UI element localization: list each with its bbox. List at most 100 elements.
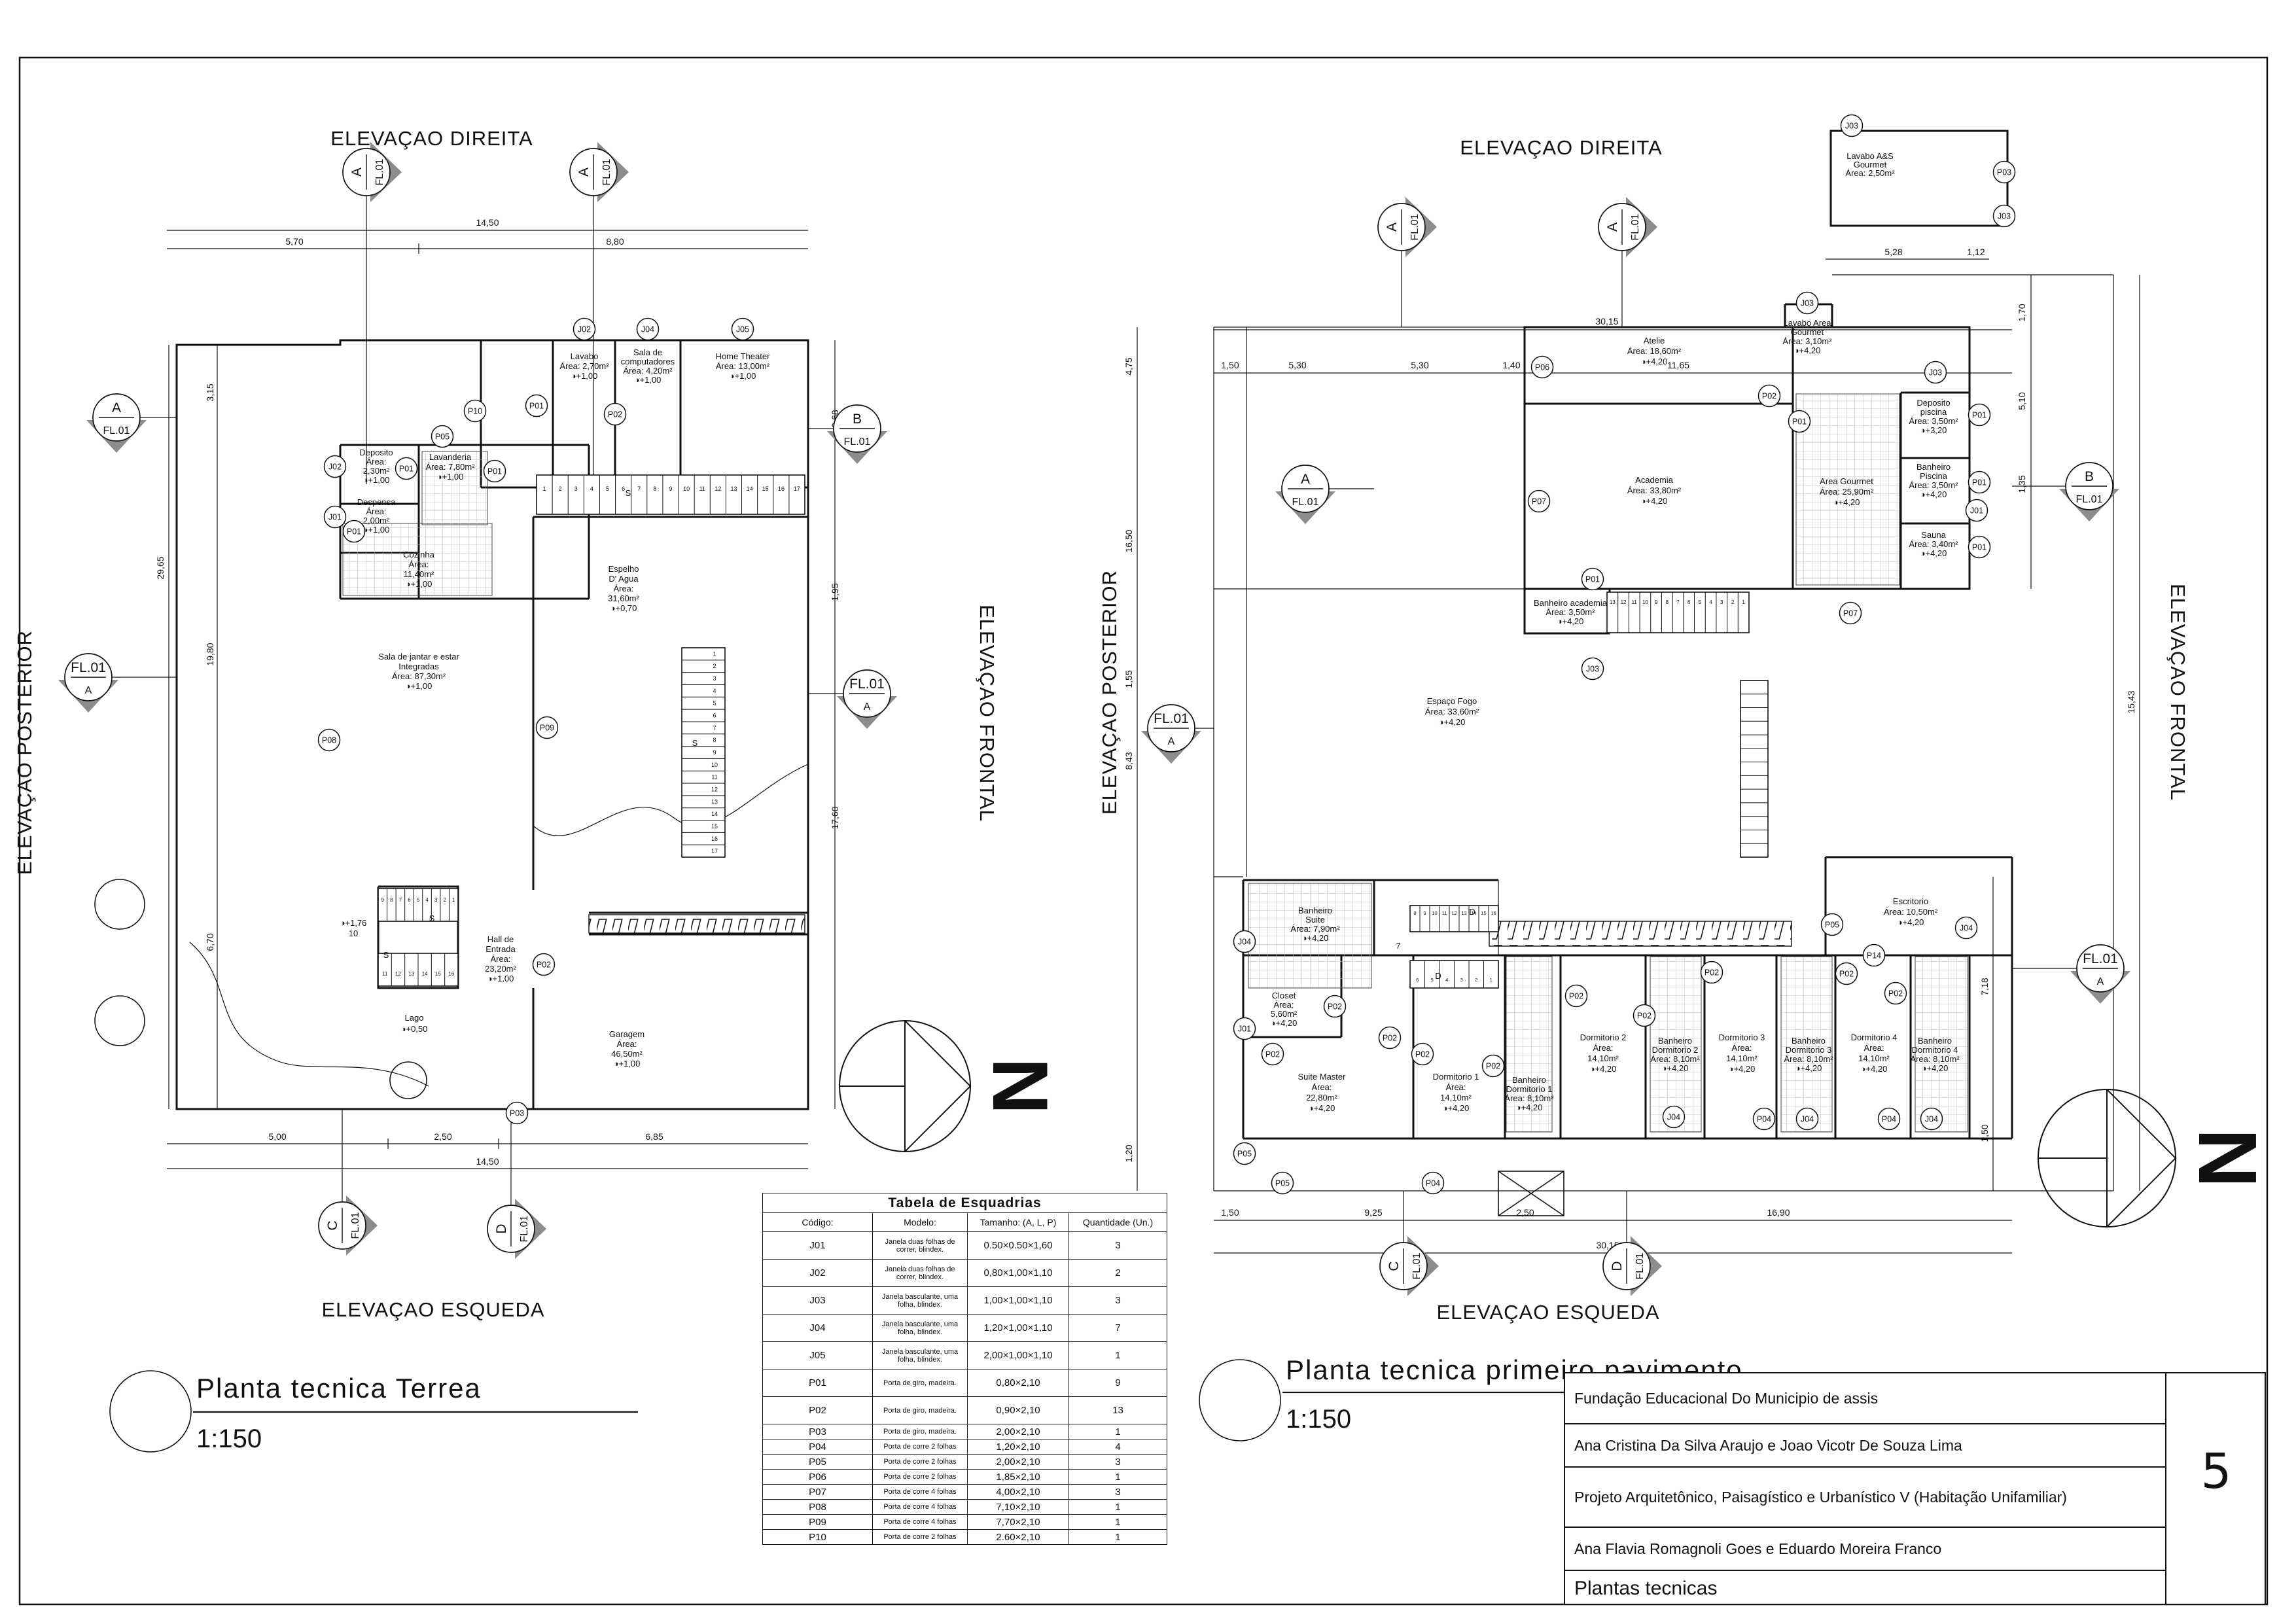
room-label: Sala de jantar e estar <box>378 652 459 662</box>
level-label: ◑+4,20 <box>1443 1103 1470 1113</box>
level-label: ◑+4,20 <box>1641 496 1668 506</box>
cell-quantidade: 3 <box>1068 1231 1168 1260</box>
right-plan-hatches <box>1248 393 1968 1133</box>
tag-circle <box>323 505 347 529</box>
stair-number: 12 <box>1621 599 1627 605</box>
cell-quantidade: 3 <box>1068 1484 1168 1500</box>
tag-circle <box>1564 984 1588 1008</box>
cell-codigo: J05 <box>762 1341 873 1369</box>
right-plan-misc <box>1498 1171 1564 1216</box>
door-window-tag: P05 <box>435 432 450 442</box>
door-window-tag: J05 <box>736 325 749 334</box>
room-label: 14,10m² <box>1587 1053 1619 1063</box>
section-marker-sheet: FL.01 <box>601 158 612 185</box>
door-window-tag: P04 <box>1426 1179 1440 1188</box>
stair-number: 3 <box>574 485 578 492</box>
room-label: Área: <box>1593 1043 1613 1053</box>
cell-tamanho: 0,80×1,00×1,10 <box>967 1259 1069 1287</box>
door-window-tag: P01 <box>1972 543 1987 552</box>
door-window-tag: P01 <box>1972 411 1987 420</box>
room-label: Área: 2,70m² <box>559 361 609 371</box>
cell-tamanho: 2.60×2,10 <box>967 1529 1069 1545</box>
door-window-tag: J01 <box>1238 1025 1251 1034</box>
stair-direction-label: S <box>692 738 698 748</box>
cell-codigo: J03 <box>762 1286 873 1315</box>
cell-quantidade: 1 <box>1068 1341 1168 1369</box>
room-label: 14,10m² <box>1440 1093 1472 1103</box>
door-window-tag: P04 <box>1882 1115 1896 1124</box>
door-window-tag: P01 <box>1585 575 1600 584</box>
door-window-tag: P04 <box>1757 1115 1771 1124</box>
stair-number: 13 <box>711 798 718 805</box>
room-label: Banheiro <box>1512 1075 1546 1085</box>
stair-number: 2 <box>713 663 716 669</box>
section-marker-sheet: FL.01 <box>1411 1252 1422 1279</box>
cell-modelo: Porta de corre 4 folhas <box>872 1484 968 1500</box>
section-marker-letter: A <box>1301 472 1310 487</box>
dimension-label: 15,43 <box>2126 690 2136 713</box>
section-marker: FL.01A <box>2076 944 2125 993</box>
level-label: ◑+1,00 <box>363 525 390 535</box>
stair-number: 2 <box>443 897 446 903</box>
stair-number: 8 <box>390 897 393 903</box>
door-window-tag: P07 <box>1843 609 1858 618</box>
cell-quantidade: 1 <box>1068 1469 1168 1485</box>
stair-number: 6 <box>622 485 625 492</box>
elevation-label: ELEVAÇAO ESQUEDA <box>1436 1301 1659 1324</box>
cell-modelo: Porta de corre 4 folhas <box>872 1514 968 1530</box>
dimension-label: 1,20 <box>1123 1144 1134 1162</box>
stair-number: 8 <box>1666 599 1669 605</box>
room-label: 46,50m² <box>611 1049 643 1059</box>
tag-circle <box>1968 535 1991 559</box>
level-label: ◑+4,20 <box>1922 1063 1949 1073</box>
section-marker: AFL.01 <box>92 393 141 442</box>
room-label: Área: <box>1273 1000 1294 1010</box>
level-label: ◑+4,20 <box>1590 1064 1617 1074</box>
room-label: Dormitorio 2 <box>1652 1045 1699 1055</box>
title-bubble-icon <box>1199 1359 1281 1441</box>
dimension-label: 1,50 <box>1221 1207 1239 1218</box>
sheet-border <box>18 56 2269 1606</box>
balcony-railing-hatch <box>1489 921 1792 947</box>
stair-number: 9 <box>1655 599 1658 605</box>
cell-tamanho: 1,20×2,10 <box>967 1439 1069 1455</box>
title-block-authors1: Ana Cristina Da Silva Araujo e Joao Vico… <box>1574 1437 1962 1454</box>
door-window-tag: P08 <box>322 736 336 745</box>
dimension-label: 1,40 <box>1502 360 1520 370</box>
title-block-project: Projeto Arquitetônico, Paisagístico e Ur… <box>1574 1489 2067 1506</box>
level-label: ◑+4,20 <box>1794 345 1821 355</box>
level-label: ◑+1,00 <box>437 472 464 482</box>
tag-circle <box>1820 913 1844 936</box>
stair-number: 13 <box>408 971 414 977</box>
stair-number: 9 <box>1423 910 1426 916</box>
section-marker-letter: A <box>112 400 121 415</box>
door-window-tag: P02 <box>1328 1002 1342 1012</box>
stair-number: 4 <box>1709 599 1712 605</box>
level-label: ◑+0,50 <box>401 1024 428 1034</box>
cell-tamanho: 1,85×2,10 <box>967 1469 1069 1485</box>
stair-number: 5 <box>1431 977 1434 983</box>
room-label: Banheiro academia <box>1534 598 1608 608</box>
dimension-label: 9,25 <box>1364 1207 1382 1218</box>
tag-circle <box>1233 930 1256 953</box>
stair-number: 7 <box>399 897 402 903</box>
dimension-label: 6,85 <box>645 1131 663 1142</box>
tag-circle <box>1877 1107 1901 1131</box>
sheet-number-cell-lower <box>2165 1570 2266 1605</box>
section-marker-letter: D <box>1610 1261 1625 1271</box>
room-label: Área: 8,10m² <box>1784 1054 1833 1064</box>
room-label: piscina <box>1920 407 1947 417</box>
stair-number: 12 <box>715 485 721 492</box>
dimension-label: 5,70 <box>285 236 303 247</box>
door-window-tag: J04 <box>641 325 654 334</box>
room-label: Área: <box>1731 1043 1752 1053</box>
col-header-codigo: Código: <box>762 1212 873 1232</box>
room-label: Área: 8,10m² <box>1504 1093 1554 1103</box>
door-window-tag: P01 <box>1792 417 1807 427</box>
door-window-tag: P02 <box>1383 1034 1397 1043</box>
title-block-content: Plantas tecnicas <box>1574 1578 1718 1599</box>
room-label: Dormitorio 3 <box>1719 1033 1765 1042</box>
